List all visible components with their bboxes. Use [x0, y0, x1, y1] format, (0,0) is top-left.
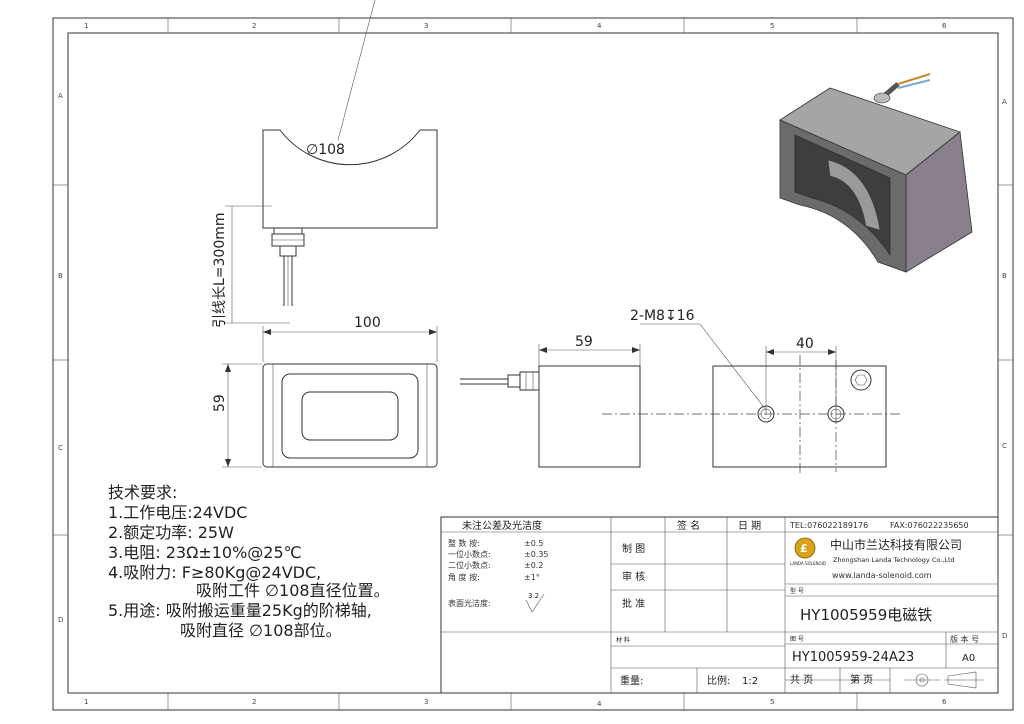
surface-label: 表面光洁度: [448, 598, 491, 608]
zone-row-d: D [58, 616, 63, 624]
draw-label: 制 图 [622, 542, 645, 555]
company-logo: £ LANDA SOLENOID [790, 537, 826, 566]
bottom-view: 2-M8↧16 40 [602, 308, 900, 475]
hole-spacing-label: 40 [796, 336, 814, 352]
tech-line-4b: 吸附工件 ∅108直径位置。 [196, 581, 390, 600]
thread-label: 2-M8↧16 [630, 308, 695, 324]
zone-col-1-bottom: 1 [84, 698, 88, 706]
company-fax: FAX:076022235650 [890, 521, 969, 530]
tol-r4-label: 角 度 按: [448, 572, 480, 582]
tol-r1-label: 整 数 按: [448, 538, 480, 548]
zone-row-c: C [58, 444, 63, 452]
projection-icon [904, 671, 984, 689]
zone-row-c-right: C [1002, 442, 1007, 450]
company-web: www.landa-solenoid.com [832, 571, 932, 580]
version-value: A0 [962, 653, 975, 664]
tech-line-4: 4.吸附力: F≥80Kg@24VDC, [108, 563, 321, 582]
zone-row-d-right: D [1002, 632, 1007, 640]
tech-line-1: 1.工作电压:24VDC [108, 503, 247, 522]
zone-col-6: 6 [942, 22, 947, 30]
diameter-label: ∅108 [306, 142, 345, 158]
scale-label: 比例: [707, 674, 730, 687]
tech-title: 技术要求: [108, 483, 177, 502]
weight-label: 重量: [620, 674, 643, 687]
zone-col-4: 4 [597, 22, 602, 30]
drawing-no-value: HY1005959-24A23 [792, 650, 914, 665]
zone-ticks [53, 18, 1013, 710]
logo-text: LANDA SOLENOID [790, 561, 826, 566]
tech-line-2: 2.额定功率: 25W [108, 523, 234, 542]
zone-col-2: 2 [252, 22, 256, 30]
tol-r3-val: ±0.2 [524, 561, 543, 570]
version-label: 版 本 号 [950, 634, 979, 644]
tech-line-5b: 吸附直径 ∅108部位。 [180, 621, 342, 640]
front-view: ∅108 引线长L=300mm [212, 0, 438, 328]
material-label: 材 料 [616, 636, 630, 644]
zone-col-3-bottom: 3 [424, 698, 428, 706]
tolerance-header: 未注公差及光洁度 [462, 519, 542, 532]
zone-col-5-bottom: 5 [770, 698, 774, 706]
surface-finish-icon [525, 593, 545, 613]
top-view: 100 59 [212, 315, 438, 468]
check-label: 审 核 [622, 570, 645, 583]
approve-label: 批 准 [622, 597, 645, 610]
drawing-no-label: 图 号 [790, 636, 804, 643]
side-width-dim-label: 59 [575, 334, 593, 350]
tol-r1-val: ±0.5 [524, 539, 543, 548]
height-dim-label: 59 [212, 394, 228, 412]
zone-row-a-right: A [1002, 98, 1007, 106]
zone-col-5: 5 [770, 22, 774, 30]
outer-border [52, 17, 1014, 711]
tol-r2-val: ±0.35 [524, 550, 549, 559]
svg-text:£: £ [800, 542, 808, 555]
width-dim-label: 100 [354, 315, 381, 331]
tech-line-3: 3.电阻: 23Ω±10%@25℃ [108, 543, 302, 562]
pages-label: 共 页 [790, 674, 813, 686]
model-label: 型 号 [790, 587, 804, 595]
tech-requirements: 技术要求: 1.工作电压:24VDC 2.额定功率: 25W 3.电阻: 23Ω… [108, 483, 390, 640]
zone-col-6-bottom: 6 [942, 698, 947, 706]
zone-col-2-bottom: 2 [252, 698, 256, 706]
side-view: 59 [460, 334, 641, 468]
company-tel: TEL:076022189176 [789, 521, 868, 530]
zone-col-4-bottom: 4 [597, 700, 602, 708]
zone-row-b: B [58, 272, 63, 280]
title-block [440, 516, 999, 694]
tech-line-5: 5.用途: 吸附搬运重量25Kg的阶梯轴, [108, 601, 372, 620]
lead-length-label: 引线长L=300mm [212, 212, 228, 328]
isometric-view [779, 73, 973, 273]
tol-r3-label: 二位小数点: [448, 560, 491, 570]
page-label: 第 页 [850, 673, 873, 686]
zone-row-a: A [58, 92, 63, 100]
model-value: HY1005959电磁铁 [800, 606, 932, 624]
zone-row-b-right: B [1002, 272, 1007, 280]
scale-value: 1:2 [742, 676, 758, 687]
tol-r4-val: ±1° [524, 573, 540, 582]
company-name-cn: 中山市兰达科技有限公司 [830, 537, 962, 552]
company-name-en: Zhongshan Landa Technology Co.,Ltd [833, 556, 955, 564]
date-header: 日 期 [738, 520, 761, 532]
sign-header: 签 名 [677, 519, 700, 532]
zone-col-1: 1 [84, 22, 88, 30]
tol-r2-label: 一位小数点: [448, 549, 491, 559]
surface-value: 3.2 [528, 592, 539, 600]
zone-col-3: 3 [424, 22, 428, 30]
